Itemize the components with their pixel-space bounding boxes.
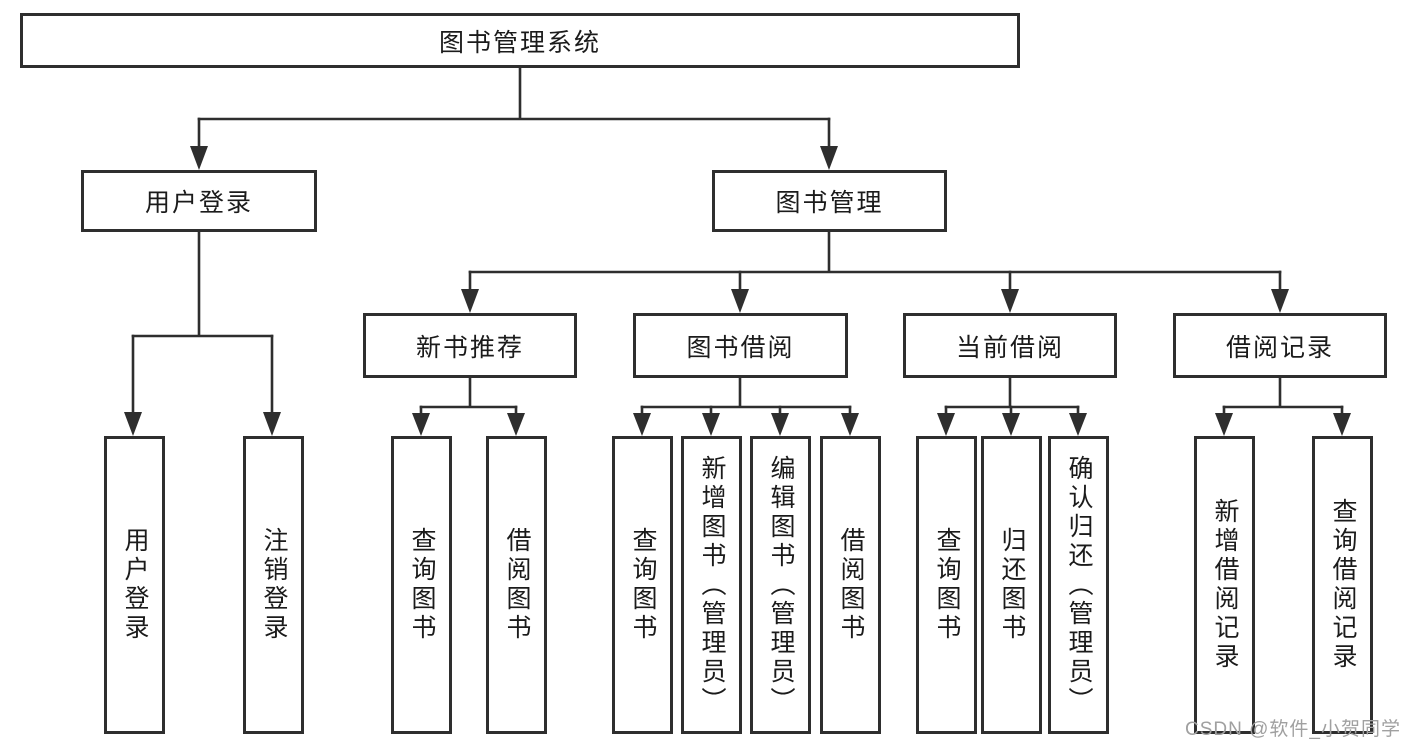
node-label: 图书借阅: [686, 333, 795, 362]
node-user-login: 用户登录: [81, 170, 317, 232]
node-label: 新增借阅记录: [1211, 498, 1239, 672]
node-return-book: 归还图书: [981, 436, 1042, 734]
connector-records-trunk: [1222, 376, 1344, 409]
node-label: 归还图书: [998, 527, 1026, 643]
node-logout: 注销登录: [243, 436, 304, 734]
node-query-books-recommend: 查询图书: [391, 436, 452, 734]
node-label: 用户登录: [144, 189, 253, 217]
node-label: 编辑图书（管理员）: [767, 454, 795, 716]
arrowheads: [124, 146, 1351, 436]
connector-bookmgmt-trunk: [468, 230, 1282, 274]
connector-userlogin-trunk: [131, 230, 274, 338]
node-book-management: 图书管理: [712, 170, 947, 232]
node-label: 注销登录: [260, 527, 288, 643]
node-label: 查询图书: [629, 527, 657, 643]
node-label: 借阅记录: [1225, 333, 1334, 362]
csdn-watermark: CSDN @软件_小贺同学: [1185, 719, 1401, 740]
node-current-borrowing: 当前借阅: [903, 313, 1117, 378]
node-book-borrowing: 图书借阅: [633, 313, 848, 378]
node-query-books-borrowing: 查询图书: [612, 436, 673, 734]
node-borrow-books-borrowing: 借阅图书: [820, 436, 881, 734]
node-label: 当前借阅: [955, 333, 1064, 362]
node-root-system: 图书管理系统: [20, 13, 1020, 68]
node-query-books-current: 查询图书: [916, 436, 977, 734]
node-label: 新增图书（管理员）: [698, 454, 726, 716]
node-label: 查询借阅记录: [1329, 498, 1357, 672]
node-add-borrow-record: 新增借阅记录: [1194, 436, 1255, 734]
node-label: 查询图书: [933, 527, 961, 643]
node-borrow-books-recommend: 借阅图书: [486, 436, 547, 734]
node-label: 确认归还（管理员）: [1065, 454, 1093, 716]
connector-current-trunk: [944, 376, 1080, 409]
node-label: 借阅图书: [503, 527, 531, 643]
node-borrow-records: 借阅记录: [1173, 313, 1387, 378]
connector-root-trunk: [197, 66, 831, 121]
node-label: 用户登录: [121, 527, 149, 643]
node-query-borrow-record: 查询借阅记录: [1312, 436, 1373, 734]
node-confirm-return-admin: 确认归还（管理员）: [1048, 436, 1109, 734]
node-edit-book-admin: 编辑图书（管理员）: [750, 436, 811, 734]
node-label: 新书推荐: [415, 333, 524, 362]
node-label: 借阅图书: [837, 527, 865, 643]
node-user-login-action: 用户登录: [104, 436, 165, 734]
node-new-book-recommendation: 新书推荐: [363, 313, 577, 378]
node-label: 图书管理系统: [438, 28, 601, 57]
node-label: 图书管理: [775, 189, 884, 217]
node-add-book-admin: 新增图书（管理员）: [681, 436, 742, 734]
node-label: 查询图书: [408, 527, 436, 643]
connector-borrowing-trunk: [640, 376, 852, 409]
connector-newbook-trunk: [419, 376, 518, 409]
